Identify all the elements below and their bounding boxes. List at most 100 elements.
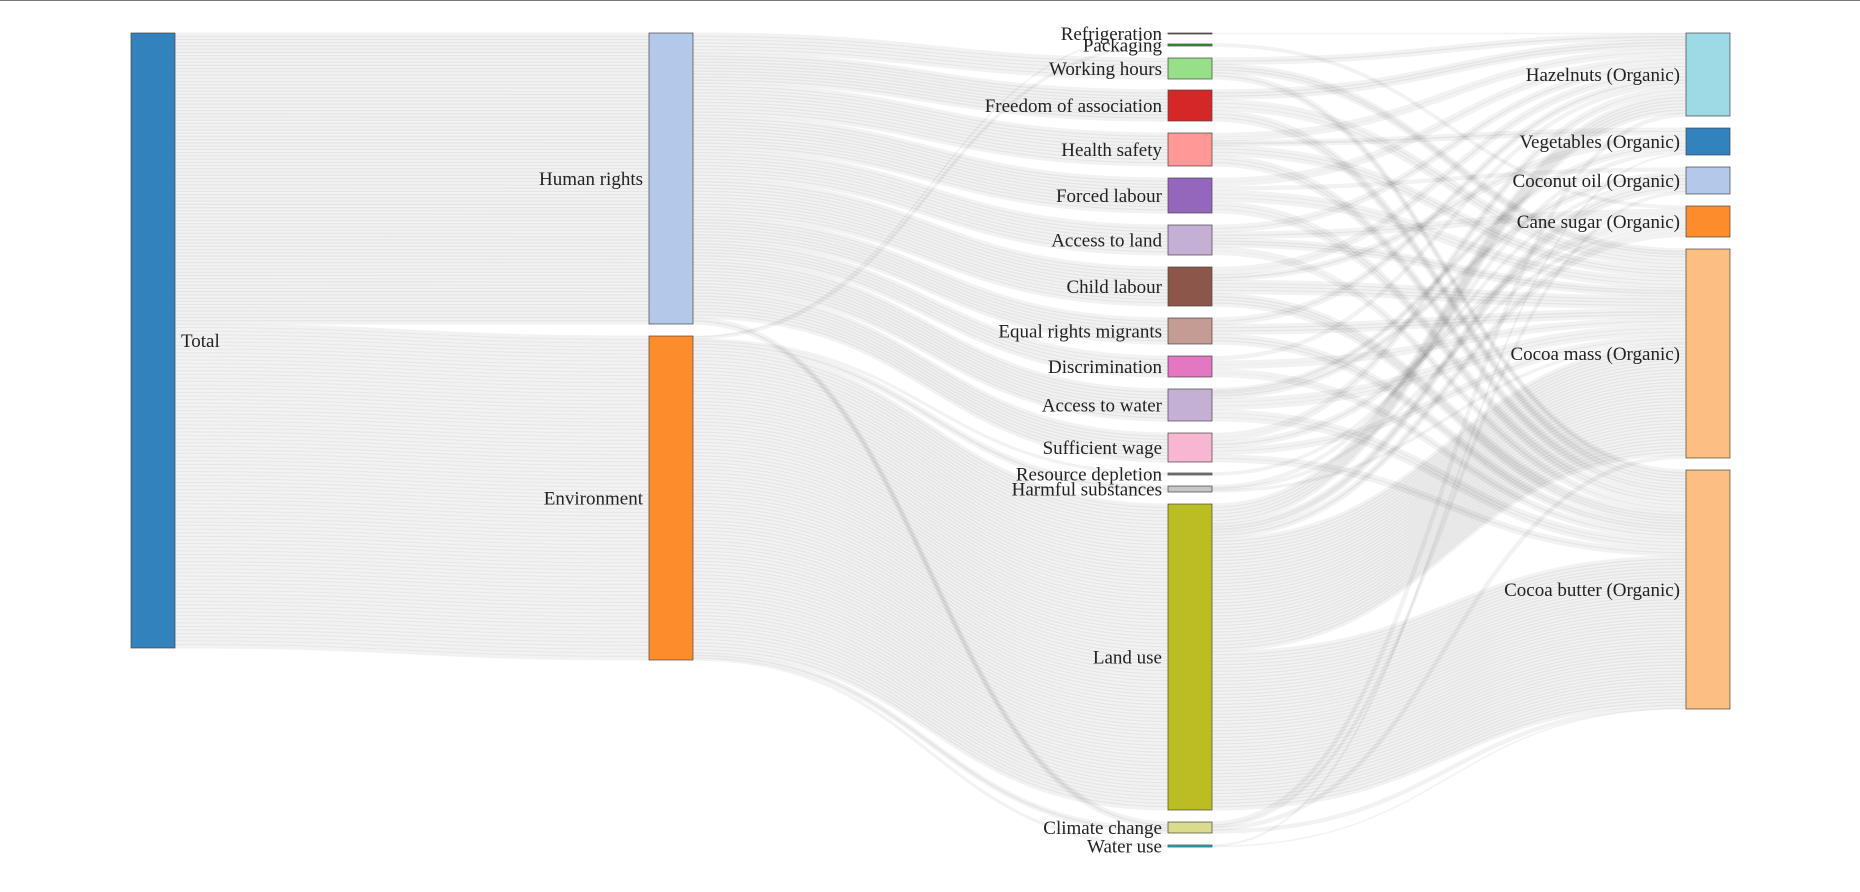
link-forced_labour-to-coconut_oil bbox=[1211, 167, 1687, 191]
node-label: Cocoa mass (Organic) bbox=[1510, 344, 1680, 365]
node-bar[interactable] bbox=[1167, 266, 1213, 307]
node-harmful-substances[interactable]: Harmful substances bbox=[1012, 480, 1213, 501]
link-strand bbox=[692, 448, 1169, 610]
node-discrimination[interactable]: Discrimination bbox=[1048, 355, 1213, 378]
node-packaging[interactable]: Packaging bbox=[1083, 36, 1213, 57]
link-strand bbox=[1211, 149, 1687, 490]
link-strand bbox=[1211, 403, 1687, 604]
node-bar[interactable] bbox=[1685, 32, 1731, 117]
node-cocoa-mass[interactable]: Cocoa mass (Organic) bbox=[1510, 248, 1731, 459]
link-strand bbox=[1211, 69, 1687, 258]
link-strand bbox=[1211, 142, 1687, 393]
link-strand bbox=[1211, 333, 1687, 528]
node-bar[interactable] bbox=[1167, 503, 1213, 811]
node-bar[interactable] bbox=[1167, 485, 1213, 493]
node-coconut-oil[interactable]: Coconut oil (Organic) bbox=[1513, 166, 1731, 195]
node-human-rights[interactable]: Human rights bbox=[539, 32, 694, 325]
node-bar[interactable] bbox=[1685, 205, 1731, 238]
node-bar[interactable] bbox=[1167, 317, 1213, 345]
link-strand bbox=[174, 330, 650, 348]
node-bar[interactable] bbox=[1167, 32, 1213, 35]
link-strand bbox=[692, 70, 1169, 113]
link-strand bbox=[1211, 438, 1687, 640]
node-climate-change[interactable]: Climate change bbox=[1043, 818, 1213, 839]
node-resource-depletion[interactable]: Resource depletion bbox=[1016, 465, 1213, 486]
link-strand bbox=[1211, 201, 1687, 499]
node-bar[interactable] bbox=[1167, 388, 1213, 422]
link-strand bbox=[1211, 362, 1687, 562]
link-strand bbox=[692, 111, 1169, 167]
node-cane-sugar[interactable]: Cane sugar (Organic) bbox=[1517, 205, 1731, 238]
node-bar[interactable] bbox=[1167, 177, 1213, 214]
node-bar[interactable] bbox=[1167, 89, 1213, 122]
link-strand bbox=[692, 117, 1169, 186]
link-strand bbox=[174, 402, 650, 420]
link-strand bbox=[1211, 327, 1687, 407]
node-bar[interactable] bbox=[1685, 127, 1731, 156]
node-bar[interactable] bbox=[1167, 43, 1213, 47]
link-strand bbox=[692, 133, 1169, 201]
node-health-safety[interactable]: Health safety bbox=[1061, 132, 1213, 167]
link-strand bbox=[1211, 608, 1687, 712]
node-bar[interactable] bbox=[1167, 355, 1213, 378]
node-land-use[interactable]: Land use bbox=[1093, 503, 1213, 811]
link-strand bbox=[692, 239, 1169, 360]
node-working-hours[interactable]: Working hours bbox=[1049, 57, 1213, 80]
link-strand bbox=[1211, 583, 1687, 686]
node-cocoa-butter[interactable]: Cocoa butter (Organic) bbox=[1504, 469, 1731, 710]
link-strand bbox=[1211, 98, 1687, 261]
node-water-use[interactable]: Water use bbox=[1087, 837, 1213, 858]
node-sufficient-wage[interactable]: Sufficient wage bbox=[1043, 432, 1213, 463]
link-climate_change-to-coconut_oil bbox=[1211, 190, 1687, 828]
link-strand bbox=[174, 453, 650, 470]
node-bar[interactable] bbox=[648, 335, 694, 661]
link-strand bbox=[692, 92, 1169, 147]
link-strand bbox=[1211, 189, 1687, 282]
node-bar[interactable] bbox=[1167, 821, 1213, 834]
link-strand bbox=[692, 615, 1169, 777]
node-equal-rights-migrants[interactable]: Equal rights migrants bbox=[998, 317, 1213, 345]
node-bar[interactable] bbox=[1167, 472, 1213, 476]
node-bar[interactable] bbox=[1685, 166, 1731, 195]
node-vegetables[interactable]: Vegetables (Organic) bbox=[1519, 127, 1731, 156]
node-access-to-water[interactable]: Access to water bbox=[1042, 388, 1213, 422]
link-strand bbox=[692, 67, 1169, 110]
node-refrigeration[interactable]: Refrigeration bbox=[1061, 24, 1213, 45]
node-bar[interactable] bbox=[1167, 844, 1213, 848]
link-strand bbox=[692, 126, 1169, 195]
link-strand bbox=[692, 177, 1169, 271]
link-strand bbox=[1211, 76, 1687, 322]
node-environment[interactable]: Environment bbox=[544, 335, 694, 661]
link-strand bbox=[1211, 688, 1687, 798]
node-bar[interactable] bbox=[1685, 469, 1731, 710]
link-strand bbox=[692, 58, 1169, 100]
link-strand bbox=[174, 327, 650, 344]
node-total[interactable]: Total bbox=[130, 32, 220, 649]
link-strand bbox=[174, 445, 650, 463]
node-forced-labour[interactable]: Forced labour bbox=[1056, 177, 1213, 214]
link-strand bbox=[692, 230, 1169, 339]
node-bar[interactable] bbox=[1167, 432, 1213, 463]
node-bar[interactable] bbox=[1167, 224, 1213, 256]
node-label: Total bbox=[181, 331, 220, 352]
link-strand bbox=[1211, 567, 1687, 669]
link-equal_rights_migrants-to-hazelnuts bbox=[1211, 76, 1687, 326]
node-hazelnuts[interactable]: Hazelnuts (Organic) bbox=[1526, 32, 1731, 117]
node-label: Land use bbox=[1093, 648, 1162, 669]
node-bar[interactable] bbox=[1685, 248, 1731, 459]
link-strand bbox=[692, 594, 1169, 757]
node-access-to-land[interactable]: Access to land bbox=[1051, 224, 1213, 256]
link-water_use-to-cocoa_butter bbox=[1211, 707, 1687, 848]
node-label: Child labour bbox=[1066, 277, 1162, 298]
link-strand bbox=[1211, 151, 1687, 279]
node-bar[interactable] bbox=[648, 32, 694, 325]
node-bar[interactable] bbox=[1167, 132, 1213, 167]
link-strand bbox=[692, 158, 1169, 239]
node-bar[interactable] bbox=[130, 32, 176, 649]
link-strand bbox=[1211, 63, 1687, 253]
node-bar[interactable] bbox=[1167, 57, 1213, 80]
node-freedom-of-association[interactable]: Freedom of association bbox=[985, 89, 1213, 122]
node-child-labour[interactable]: Child labour bbox=[1066, 266, 1213, 307]
link-strand bbox=[692, 212, 1169, 307]
link-strand bbox=[1211, 673, 1687, 781]
